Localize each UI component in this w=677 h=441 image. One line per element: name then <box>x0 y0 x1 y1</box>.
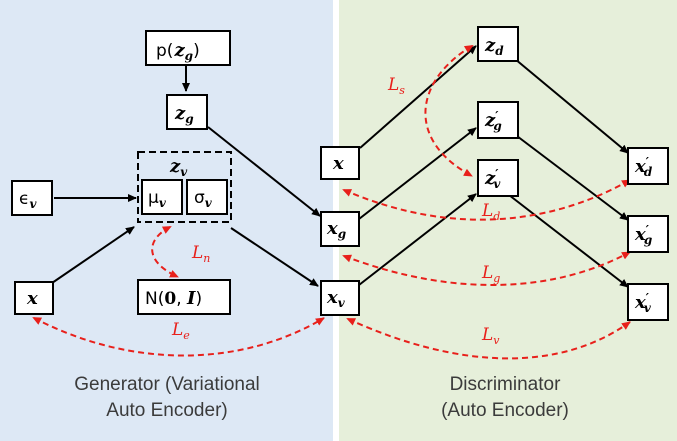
zv-group-box <box>137 151 232 223</box>
node-epsilon-v: ϵv <box>11 180 53 216</box>
node-normal: N(0, I) <box>137 279 231 315</box>
generator-caption-line2: Auto Encoder) <box>106 400 227 421</box>
svg-text:z′g: z′g <box>484 109 502 133</box>
loss-label-ld: Ld <box>481 201 500 223</box>
svg-text:zg: zg <box>174 103 194 126</box>
loss-arrow-ls <box>424 44 474 177</box>
arrow-x-to-zd <box>359 45 477 149</box>
node-zd: zd <box>477 26 519 62</box>
arrow-xv-to-zpv <box>358 193 477 286</box>
arrow-zv-to-xv <box>230 227 319 287</box>
arrow-zpv-to-xpv <box>508 194 629 288</box>
node-x-generator: x <box>14 281 54 315</box>
svg-text:zd: zd <box>484 35 504 58</box>
svg-text:x′d: x′d <box>634 155 653 179</box>
svg-text:μv: μv <box>148 188 167 210</box>
node-zprime-v: z′v <box>477 159 519 197</box>
loss-arrow-le <box>32 317 325 357</box>
svg-text:x: x <box>26 288 38 309</box>
loss-arrow-lg <box>342 251 631 286</box>
svg-text:xg: xg <box>326 218 346 241</box>
node-prior-zg: p(zg) <box>145 30 231 66</box>
node-xprime-d: x′d <box>627 147 669 185</box>
generator-caption-line1: Generator (Variational <box>74 374 260 395</box>
arrow-zg-to-xg <box>207 126 321 217</box>
svg-text:p(zg): p(zg) <box>156 40 200 63</box>
loss-arrow-lv <box>346 318 631 360</box>
node-xprime-v: x′v <box>627 283 669 321</box>
node-zprime-g: z′g <box>477 101 519 139</box>
arrow-x-to-mu <box>51 226 135 284</box>
loss-label-lg: Lg <box>481 263 500 285</box>
loss-arrow-ln <box>151 226 179 278</box>
loss-label-le: Le <box>171 320 190 342</box>
svg-text:x′g: x′g <box>634 223 652 247</box>
svg-text:σv: σv <box>194 188 213 210</box>
node-x-discriminator: x <box>320 146 360 180</box>
loss-arrows <box>32 44 631 360</box>
arrow-xg-to-zpg <box>358 127 477 220</box>
label-zv: zv <box>169 156 188 179</box>
node-xv: xv <box>320 280 360 316</box>
arrow-zd-to-xpd <box>508 53 629 154</box>
svg-text:xv: xv <box>326 287 346 310</box>
discriminator-caption-line2: (Auto Encoder) <box>441 400 569 421</box>
loss-label-lv: Lv <box>481 325 500 347</box>
node-sigma-v: σv <box>186 179 228 215</box>
arrow-zpg-to-xpg <box>508 129 629 221</box>
svg-text:x: x <box>332 153 344 174</box>
node-mu-v: μv <box>141 179 183 215</box>
svg-text:x′v: x′v <box>634 291 652 315</box>
node-zg: zg <box>166 94 208 130</box>
node-xprime-g: x′g <box>627 215 669 253</box>
discriminator-caption-line1: Discriminator <box>450 374 562 395</box>
node-xg: xg <box>320 211 360 247</box>
loss-label-ln: Ln <box>191 243 210 265</box>
svg-text:N(0, I): N(0, I) <box>145 288 202 309</box>
loss-label-ls: Ls <box>387 75 405 97</box>
generator-panel <box>0 0 333 441</box>
svg-text:ϵv: ϵv <box>19 189 37 211</box>
loss-arrow-ld <box>342 179 631 221</box>
flow-arrows <box>51 45 629 288</box>
svg-text:z′v: z′v <box>484 167 501 191</box>
